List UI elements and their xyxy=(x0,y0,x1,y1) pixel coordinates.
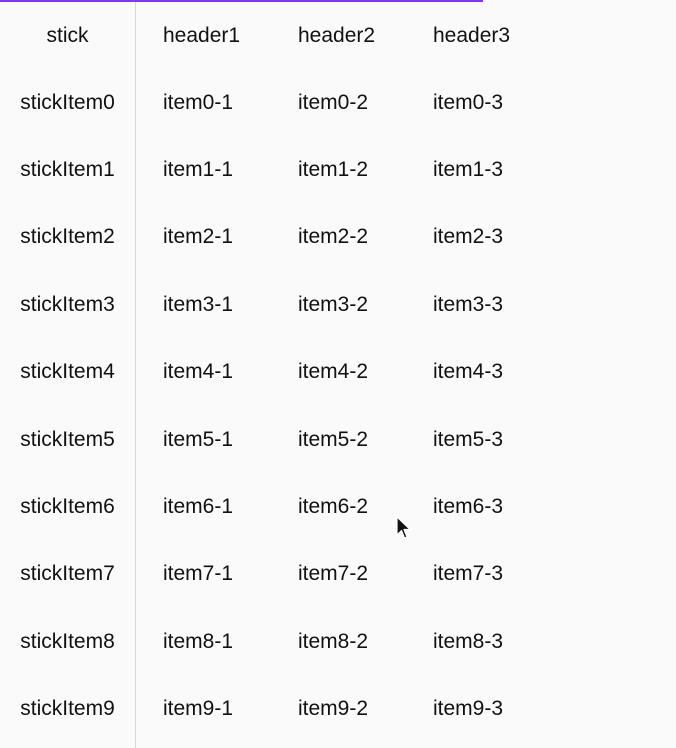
table-row[interactable]: item6-1 item6-2 item6-3 xyxy=(136,473,676,540)
table-cell: item2-2 xyxy=(298,225,369,249)
table-cell: item8-2 xyxy=(298,629,369,653)
sticky-table[interactable]: stick stickItem0 stickItem1 stickItem2 stic… xyxy=(0,2,510,748)
table-cell: item0-3 xyxy=(433,90,504,114)
table-row[interactable]: item0-1 item0-2 item0-3 xyxy=(136,69,676,136)
sticky-row[interactable]: stickItem6 xyxy=(0,473,135,540)
table-cell: item8-1 xyxy=(163,629,234,653)
table-cell: item3-3 xyxy=(433,292,504,316)
table-row[interactable]: item2-1 item2-2 item2-3 xyxy=(136,204,676,271)
table-cell: item9-1 xyxy=(163,697,234,721)
sticky-row[interactable]: stickItem4 xyxy=(0,339,135,406)
table-cell: item0-1 xyxy=(163,90,234,114)
table-row[interactable]: item9-1 item9-2 item9-3 xyxy=(136,676,676,743)
sticky-cell: stickItem5 xyxy=(20,427,115,451)
table-row[interactable]: item7-1 item7-2 item7-3 xyxy=(136,541,676,608)
table-cell: item4-2 xyxy=(298,360,369,384)
table-row[interactable]: item1-1 item1-2 item1-3 xyxy=(136,136,676,203)
table-row[interactable]: item4-1 item4-2 item4-3 xyxy=(136,339,676,406)
column-header-1: header1 xyxy=(163,23,241,47)
table-cell: item5-3 xyxy=(433,427,504,451)
table-cell: item2-3 xyxy=(433,225,504,249)
table-cell: item9-3 xyxy=(433,697,504,721)
sticky-cell: stickItem8 xyxy=(20,629,115,653)
table-row[interactable]: item8-1 item8-2 item8-3 xyxy=(136,608,676,675)
table-cell: item6-1 xyxy=(163,495,234,519)
sticky-cell: stickItem7 xyxy=(20,562,115,586)
table-cell: item9-2 xyxy=(298,697,369,721)
table-cell: item0-2 xyxy=(298,90,369,114)
column-header-3: header3 xyxy=(433,23,511,47)
header-row: header1 header2 header3 xyxy=(136,2,676,69)
sticky-row[interactable]: stickItem7 xyxy=(0,541,135,608)
table-row[interactable]: item3-1 item3-2 item3-3 xyxy=(136,271,676,338)
sticky-column: stick stickItem0 stickItem1 stickItem2 stic… xyxy=(0,2,136,748)
sticky-header-row: stick xyxy=(0,2,135,69)
table-cell: item5-2 xyxy=(298,427,369,451)
sticky-cell: stickItem3 xyxy=(20,292,115,316)
table-cell: item4-3 xyxy=(433,360,504,384)
top-accent-bar xyxy=(0,0,483,2)
table-cell: item7-1 xyxy=(163,562,234,586)
table-row[interactable]: item5-1 item5-2 item5-3 xyxy=(136,406,676,473)
sticky-header-cell: stick xyxy=(46,23,89,47)
table-cell: item3-1 xyxy=(163,292,234,316)
horizontal-scroll-area[interactable]: header1 header2 header3 item0-1 item0-2 it… xyxy=(136,2,510,748)
table-cell: item1-2 xyxy=(298,158,369,182)
table-cell: item4-1 xyxy=(163,360,234,384)
mouse-pointer-icon xyxy=(396,516,411,539)
sticky-row[interactable]: stickItem2 xyxy=(0,204,135,271)
table-cell: item1-3 xyxy=(433,158,504,182)
table-cell: item2-1 xyxy=(163,225,234,249)
sticky-cell: stickItem9 xyxy=(20,697,115,721)
sticky-cell: stickItem6 xyxy=(20,495,115,519)
column-header-2: header2 xyxy=(298,23,376,47)
table-cell: item7-3 xyxy=(433,562,504,586)
table-cell: item8-3 xyxy=(433,629,504,653)
sticky-cell: stickItem1 xyxy=(20,158,115,182)
sticky-cell: stickItem4 xyxy=(20,360,115,384)
sticky-cell: stickItem0 xyxy=(20,90,115,114)
sticky-row[interactable]: stickItem9 xyxy=(0,676,135,743)
table-cell: item6-3 xyxy=(433,495,504,519)
sticky-row[interactable]: stickItem8 xyxy=(0,608,135,675)
table-cell: item1-1 xyxy=(163,158,234,182)
sticky-row[interactable]: stickItem5 xyxy=(0,406,135,473)
table-cell: item5-1 xyxy=(163,427,234,451)
sticky-row[interactable]: stickItem3 xyxy=(0,271,135,338)
table-cell: item7-2 xyxy=(298,562,369,586)
sticky-row[interactable]: stickItem1 xyxy=(0,136,135,203)
table-cell: item3-2 xyxy=(298,292,369,316)
sticky-cell: stickItem2 xyxy=(20,225,115,249)
table-cell: item6-2 xyxy=(298,495,369,519)
sticky-row[interactable]: stickItem0 xyxy=(0,69,135,136)
